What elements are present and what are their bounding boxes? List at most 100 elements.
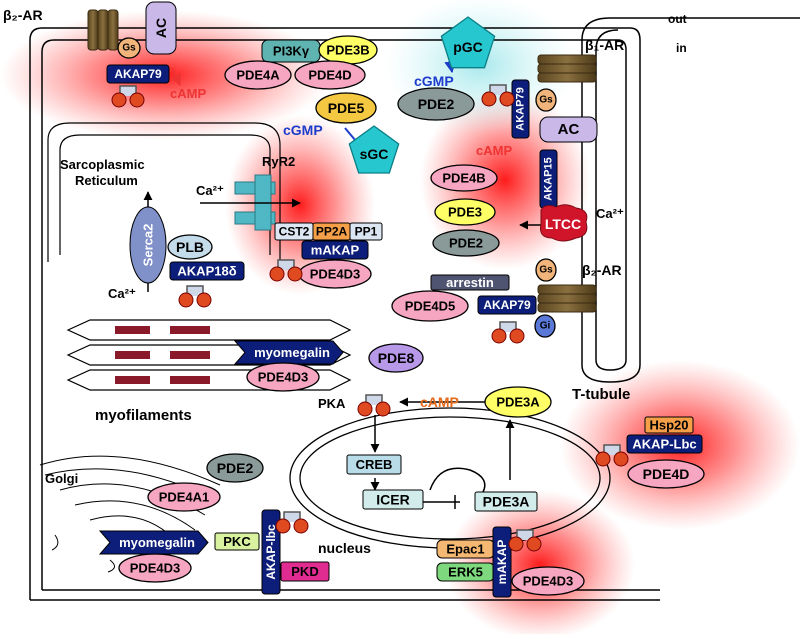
pde4a1-node: PDE4A1 [147,482,221,512]
pde4d-right-text: PDE4D [643,466,690,482]
myomegalin-bot-node: myomegalin [98,530,209,555]
pde4d3-mid-text: PDE4D3 [258,370,309,385]
sgc-text: sGC [360,146,389,162]
b2-ar-receptor-right [537,284,597,313]
pde5-node: PDE5 [315,92,377,124]
myomegalin-bot-text: myomegalin [119,535,195,550]
pka-makap-bot [508,529,542,552]
pgc-node: pGC [440,16,496,69]
akap-lbc-bot-text: AKAP-lbc [264,524,278,580]
gi-text: Gi [540,321,551,332]
pde3a-top-text: PDE3A [496,395,540,410]
camp-top-label: cAMP [170,86,206,101]
pde2-golgi-node: PDE2 [206,453,264,483]
pde3a-top-node: PDE3A [484,386,552,418]
pde4d-top-node: PDE4D [294,60,366,90]
pp1-node: PP1 [349,222,383,241]
pgc-text: pGC [453,39,483,55]
pde2-mid-node: PDE2 [432,229,500,257]
akap79-top-text: AKAP79 [114,67,162,81]
myomegalin-mid-text: myomegalin [254,345,330,360]
pde4d3-top-node: PDE4D3 [298,259,372,289]
pde3b-node: PDE3B [318,35,378,65]
creb-node: CREB [346,454,402,475]
pde4d5-text: PDE4D5 [405,299,456,314]
gs-right-text: Gs [539,95,553,106]
gs-top-node: Gs [117,37,141,59]
pi3k-node: PI3Kγ [261,39,321,63]
pde3b-text: PDE3B [326,43,369,58]
ryr2-channel [234,174,276,231]
pka-sr [178,285,212,308]
pka-center [357,394,391,417]
pka-akap-lbc [595,444,629,467]
akap15-node: AKAP15 [539,149,558,209]
gs-lower-node: Gs [535,258,557,282]
pka-akap79-lower [491,321,525,344]
nucleus-label: nucleus [318,540,371,556]
pde4a-text: PDE4A [236,68,280,83]
epac1-text: Epac1 [446,542,484,557]
arrestin-text: arrestin [446,275,494,290]
makap-top-text: mAKAP [311,243,360,258]
pde2-mid-text: PDE2 [449,236,483,251]
serca2-text: Serca2 [141,224,156,267]
hsp20-text: Hsp20 [649,418,688,433]
pkc-node: PKC [214,532,260,551]
makap-bot-text: mAKAP [495,540,509,585]
camp-center-label: cAMP [420,394,459,410]
pka-right [481,84,515,107]
sgc-node: sGC [348,125,400,174]
ca-ltcc-label: Ca²⁺ [596,206,624,221]
pde3-node: PDE3 [434,198,496,226]
camp-arrows [169,67,181,87]
pde4d3-bot-text: PDE4D3 [130,561,181,576]
pde4d3-top-text: PDE4D3 [310,267,361,282]
pka-akap-lbc-bot [275,511,309,534]
gi-node: Gi [534,314,556,338]
pkd-node: PKD [280,561,330,582]
pka-label: PKA [318,396,346,411]
ac-top-node: AC [145,1,177,55]
icer-text: ICER [376,492,409,508]
akap-lbc-node: AKAP-Lbc [626,434,703,454]
makap-top-node: mAKAP [301,240,369,260]
ca-left-label: Ca²⁺ [196,183,224,198]
erk5-text: ERK5 [448,565,483,580]
pde3a-nuc-text: PDE3A [483,494,530,510]
b1-ar-label: β₁-AR [585,37,624,53]
t-tubule-label: T-tubule [572,386,630,403]
akap79-right-text: AKAP79 [515,87,527,130]
pde4d3-bot-node: PDE4D3 [118,553,192,583]
out-label: out [668,12,687,26]
creb-text: CREB [356,457,393,472]
pde4d3-mid-node: PDE4D3 [246,362,320,392]
hsp20-node: Hsp20 [644,416,694,434]
myomegalin-mid-node: myomegalin [233,340,344,365]
cst2-text: CST2 [279,225,310,239]
serca2-node: Serca2 [129,206,167,284]
plb-text: PLB [176,239,204,255]
sarcoplasmic-label: Sarcoplasmic [60,157,145,172]
gs-top-text: Gs [122,43,136,54]
pde4d-right-node: PDE4D [627,459,705,489]
pi3k-text: PI3Kγ [273,44,310,59]
in-label: in [676,41,687,55]
pde4d5-node: PDE4D5 [391,290,469,322]
makap-bot-node: mAKAP [492,526,512,598]
erk5-node: ERK5 [436,562,495,582]
pkc-text: PKC [223,534,251,549]
pde2-top-text: PDE2 [418,96,455,112]
ltcc-text: LTCC [545,216,581,232]
pde3a-nuc-node: PDE3A [474,491,538,512]
myofilaments-label: myofilaments [95,407,192,424]
ac-right-node: AC [539,116,598,143]
pde2-golgi-text: PDE2 [217,460,254,476]
pde5-text: PDE5 [328,100,365,116]
cgmp-top-label: cGMP [414,73,454,89]
akap18-text: AKAP18δ [177,264,236,279]
akap79-top-node: AKAP79 [106,64,170,84]
pka-top [111,85,145,108]
